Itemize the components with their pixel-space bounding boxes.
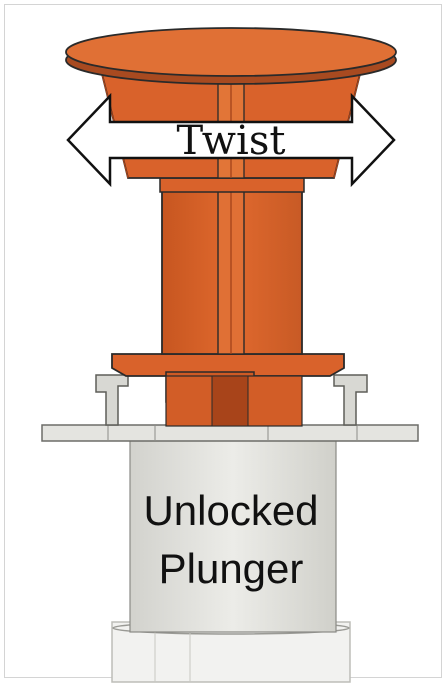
right-lock-clip (334, 375, 367, 425)
twist-label: Twist (177, 118, 286, 164)
flange-plate (42, 425, 418, 441)
plunger-head (66, 28, 396, 426)
plunger-cylinder (130, 440, 336, 632)
plunger-label-line2: Plunger (159, 545, 304, 592)
left-lock-clip (96, 375, 128, 425)
plunger-label-line1: Unlocked (143, 487, 318, 534)
